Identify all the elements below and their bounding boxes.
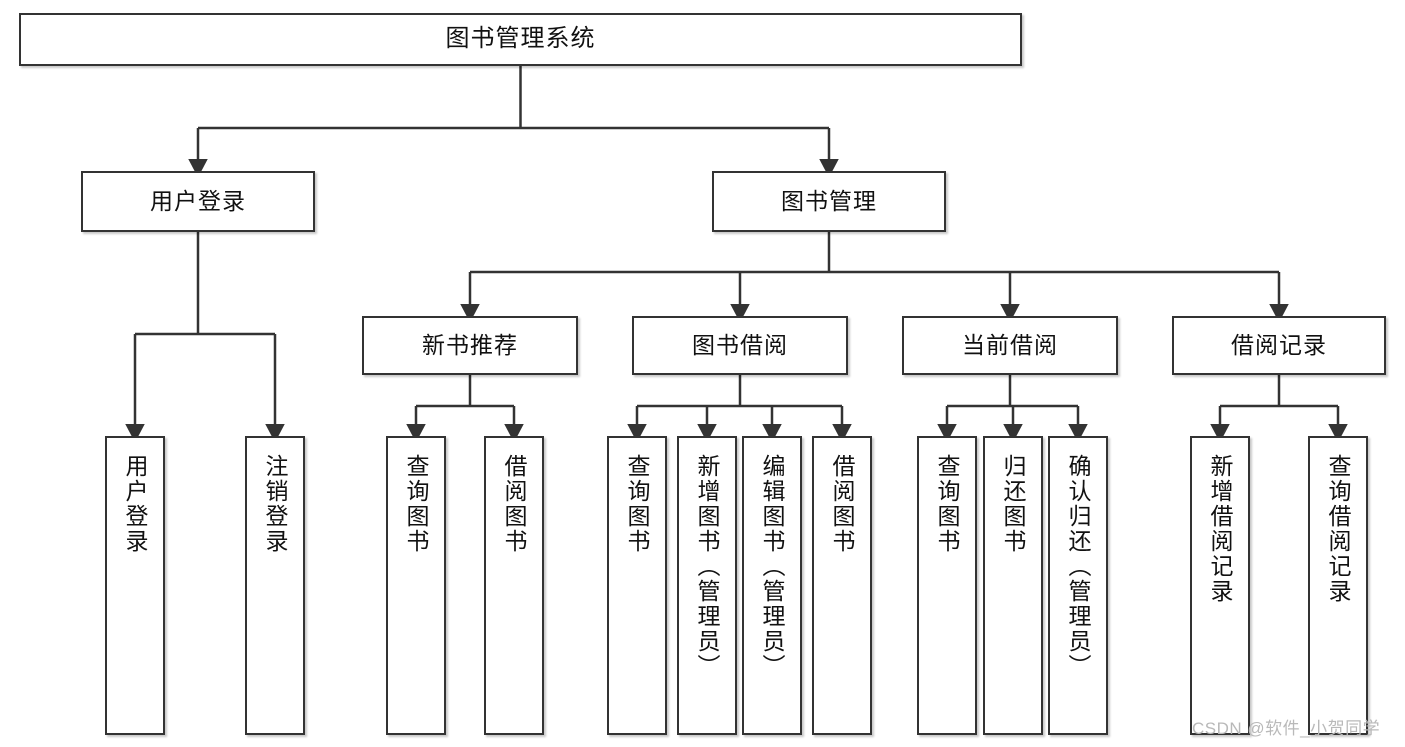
node-root[interactable]: 图书管理系统	[19, 13, 1022, 66]
node-label: 当前借阅	[962, 331, 1058, 358]
node-label: 借阅图书	[501, 454, 528, 554]
node-label: 借阅图书	[829, 454, 856, 554]
node-l-borrow-book-2[interactable]: 借阅图书	[812, 436, 872, 735]
node-l-user-login[interactable]: 用户登录	[105, 436, 165, 735]
node-label: 注销登录	[262, 454, 289, 554]
node-l-logout[interactable]: 注销登录	[245, 436, 305, 735]
node-label: 查询图书	[403, 454, 430, 554]
node-l-query-book-3[interactable]: 查询图书	[917, 436, 977, 735]
node-l-confirm-return[interactable]: 确认归还（管理员）	[1048, 436, 1108, 735]
node-n-borrow-record[interactable]: 借阅记录	[1172, 316, 1386, 375]
node-l-query-book-2[interactable]: 查询图书	[607, 436, 667, 735]
node-label: 新增借阅记录	[1207, 454, 1234, 604]
node-label: 归还图书	[1000, 454, 1027, 554]
node-n-book-mgmt[interactable]: 图书管理	[712, 171, 946, 232]
node-l-borrow-book-1[interactable]: 借阅图书	[484, 436, 544, 735]
node-label: 确认归还（管理员）	[1065, 454, 1092, 679]
node-l-add-record[interactable]: 新增借阅记录	[1190, 436, 1250, 735]
node-l-add-book[interactable]: 新增图书（管理员）	[677, 436, 737, 735]
node-label: 查询借阅记录	[1325, 454, 1352, 604]
node-label: 用户登录	[122, 454, 149, 554]
node-l-edit-book[interactable]: 编辑图书（管理员）	[742, 436, 802, 735]
node-label: 图书管理系统	[445, 25, 596, 53]
node-label: 查询图书	[934, 454, 961, 554]
node-l-query-record[interactable]: 查询借阅记录	[1308, 436, 1368, 735]
node-l-return-book[interactable]: 归还图书	[983, 436, 1043, 735]
node-label: 用户登录	[150, 187, 246, 214]
node-label: 新增图书（管理员）	[694, 454, 721, 679]
node-label: 查询图书	[624, 454, 651, 554]
node-label: 图书管理	[781, 187, 877, 214]
node-n-user-login[interactable]: 用户登录	[81, 171, 315, 232]
node-n-book-borrow[interactable]: 图书借阅	[632, 316, 848, 375]
edge-group	[125, 66, 1348, 443]
watermark: CSDN @软件_小贺同学	[1192, 719, 1381, 738]
node-n-current-borrow[interactable]: 当前借阅	[902, 316, 1118, 375]
node-l-query-book-1[interactable]: 查询图书	[386, 436, 446, 735]
node-label: 新书推荐	[422, 331, 518, 358]
node-label: 编辑图书（管理员）	[759, 454, 786, 679]
node-label: 借阅记录	[1231, 331, 1327, 358]
node-label: 图书借阅	[692, 331, 788, 358]
node-n-new-book-rec[interactable]: 新书推荐	[362, 316, 578, 375]
